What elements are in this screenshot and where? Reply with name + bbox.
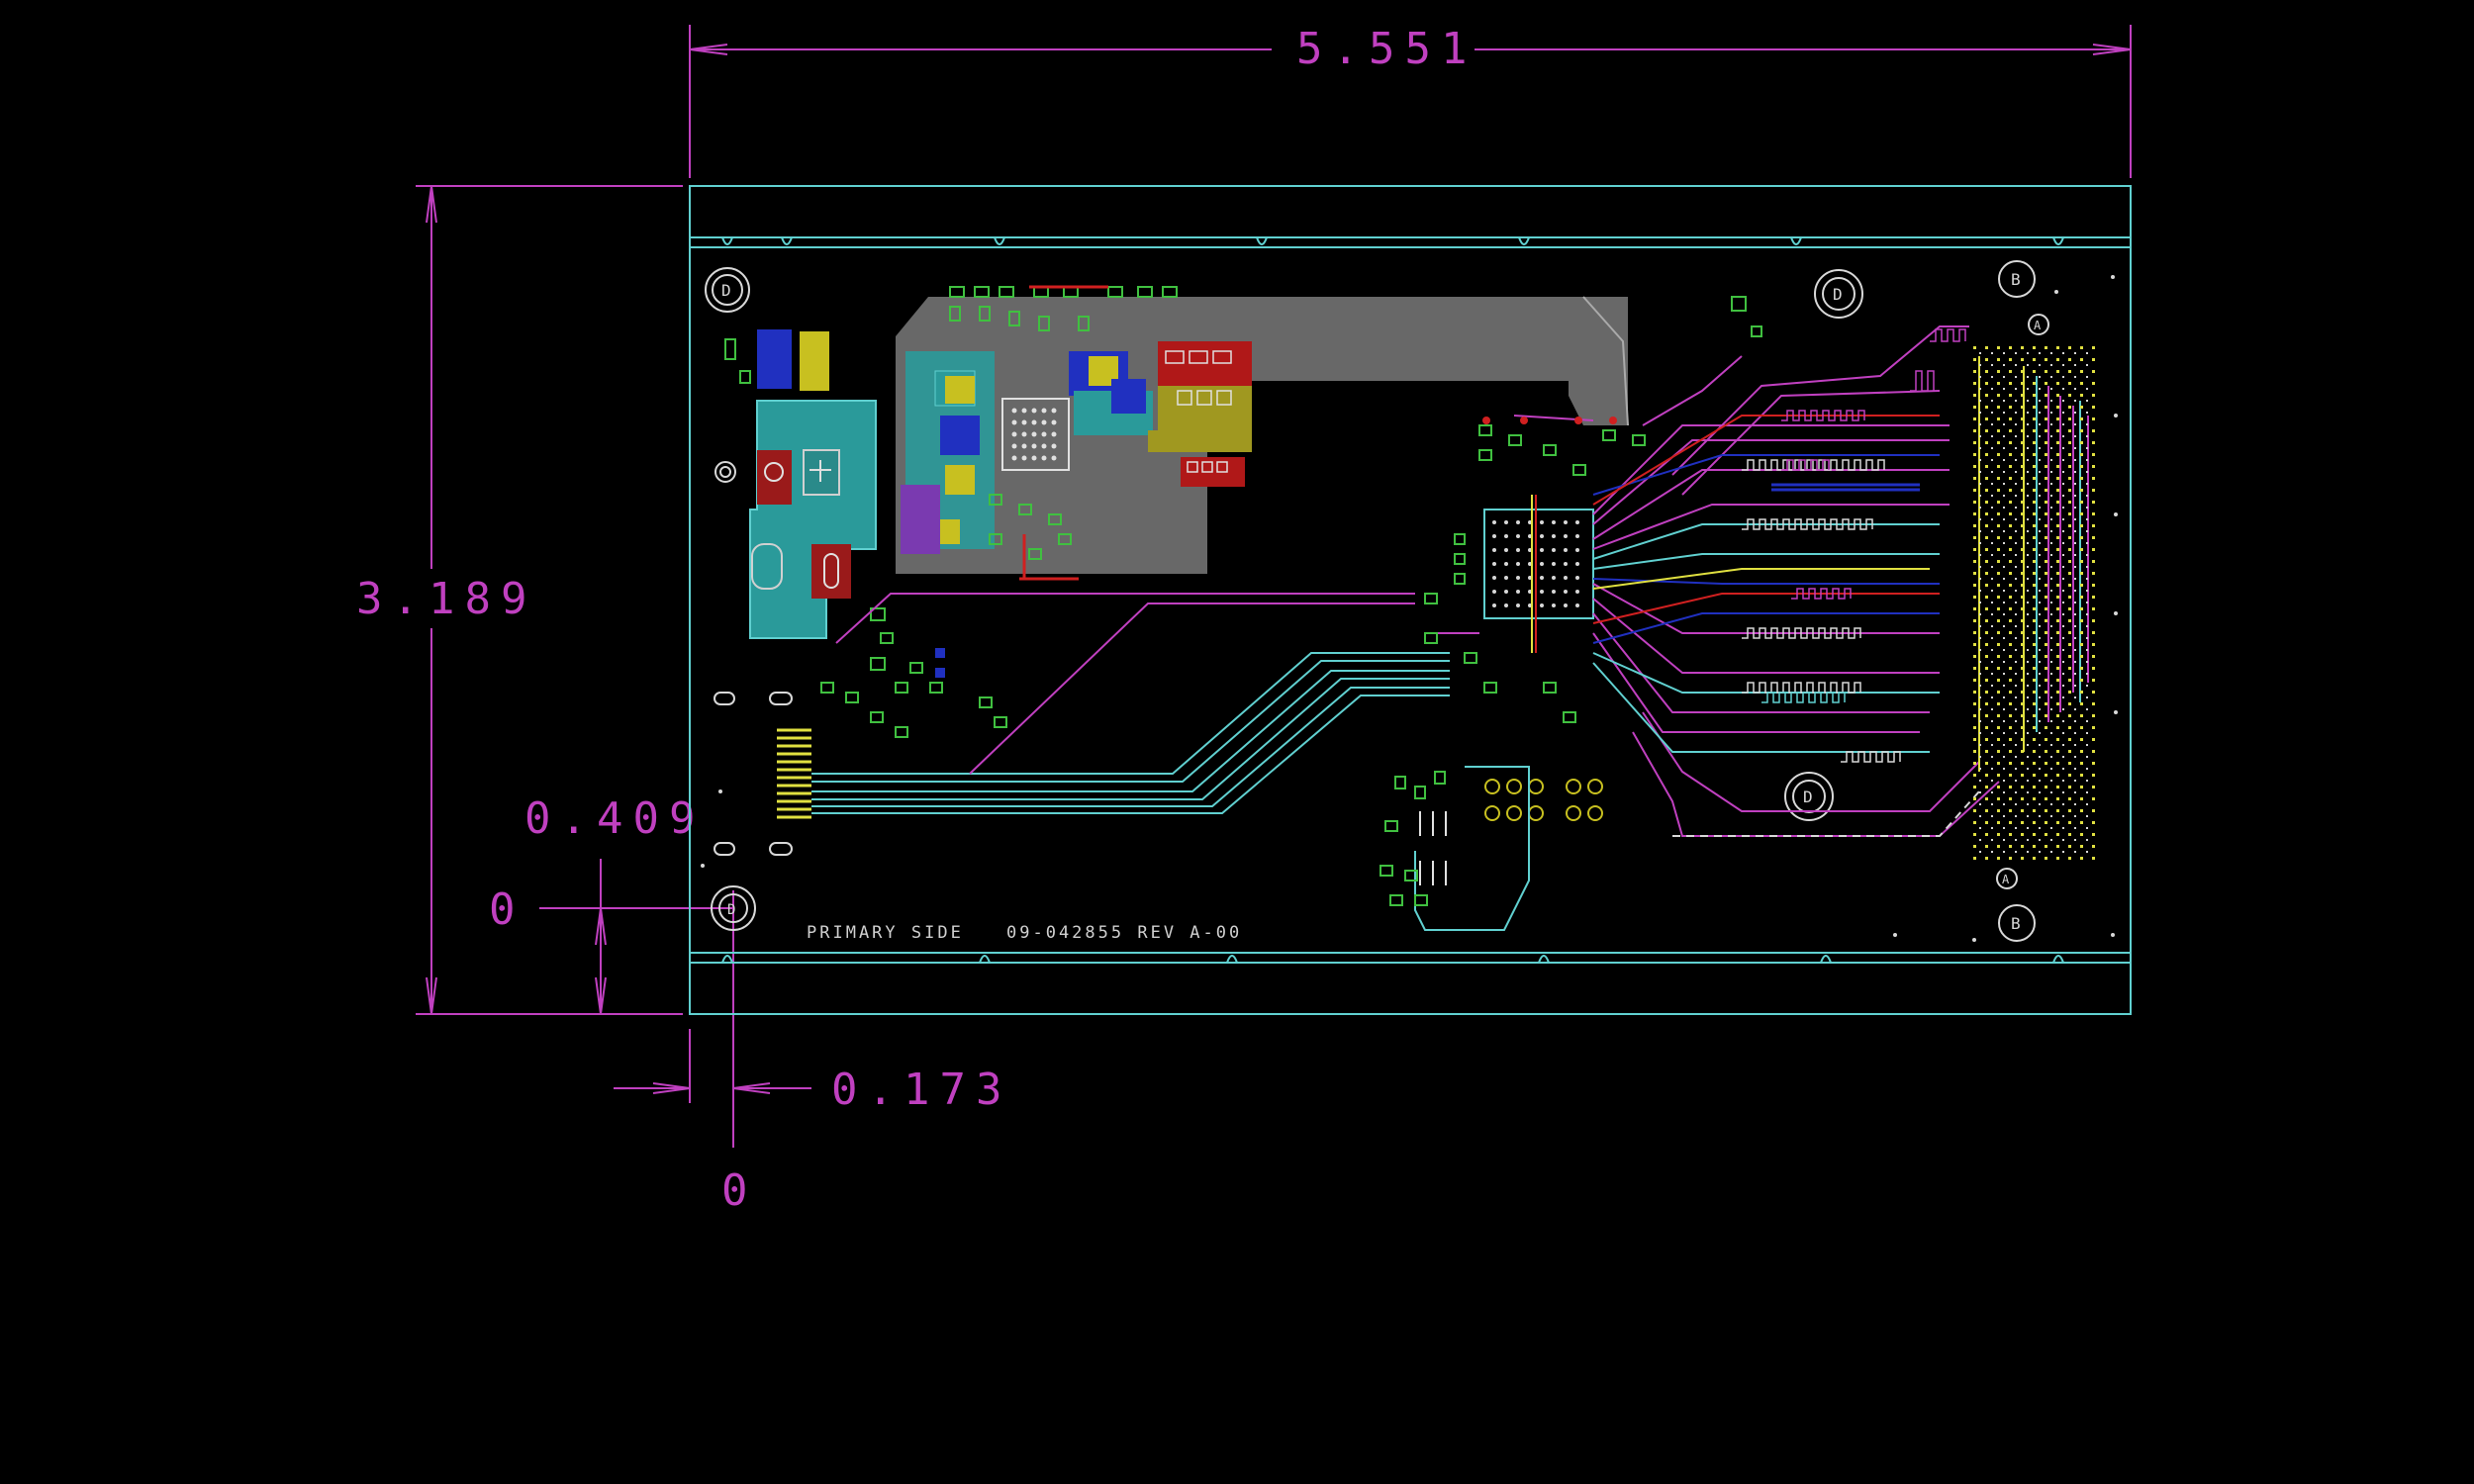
mounting-hole-b-bottom (1998, 904, 2036, 942)
fiducial-a-top (2028, 314, 2049, 335)
mounting-hole-d-bottom (1784, 772, 1834, 821)
origin-y-offset-label: 0.409 (524, 793, 705, 844)
part-number-label: 09-042855 REV A-00 (1006, 923, 1242, 943)
dimension-annotations (416, 25, 2132, 1148)
svg-text:D: D (1833, 285, 1843, 304)
board-outline (689, 185, 2132, 1015)
power-section-components (901, 285, 1252, 581)
width-dimension-label: 5.551 (1296, 24, 1476, 74)
processor-bga (1380, 296, 1762, 931)
svg-text:D: D (727, 902, 735, 918)
origin-y-zero-label: 0 (489, 884, 525, 935)
left-connector (777, 607, 1007, 819)
primary-side-label: PRIMARY SIDE (807, 923, 964, 943)
origin-x-offset-label: 0.173 (831, 1065, 1011, 1115)
mounting-hole-b-top (1998, 260, 2036, 298)
svg-text:D: D (721, 281, 731, 300)
left-power-components (724, 329, 877, 639)
dimension-labels: 5.551 3.189 0.409 0.173 0 0 (356, 24, 1476, 1216)
svg-text:B: B (2011, 270, 2021, 289)
mounting-hole-d-topleft (705, 267, 750, 313)
svg-text:B: B (2011, 914, 2021, 933)
fiducial-a-bottom (1996, 868, 2018, 889)
svg-text:A: A (2002, 873, 2010, 886)
mounting-holes (705, 260, 2049, 942)
origin-x-zero-label: 0 (721, 1165, 758, 1216)
svg-text:A: A (2034, 319, 2042, 332)
mounting-hole-d-origin (711, 885, 756, 931)
height-dimension-label: 3.189 (356, 574, 536, 624)
long-signal-traces (811, 355, 1743, 814)
board-dots (701, 275, 2118, 942)
silkscreen-text: PRIMARY SIDE 09-042855 REV A-00 (807, 923, 1242, 943)
mounting-hole-d-topright (1814, 269, 1863, 319)
via-field (1969, 346, 2098, 861)
svg-text:D: D (1803, 788, 1813, 806)
mounting-hole-labels: D D D D B B A A (721, 270, 2042, 933)
